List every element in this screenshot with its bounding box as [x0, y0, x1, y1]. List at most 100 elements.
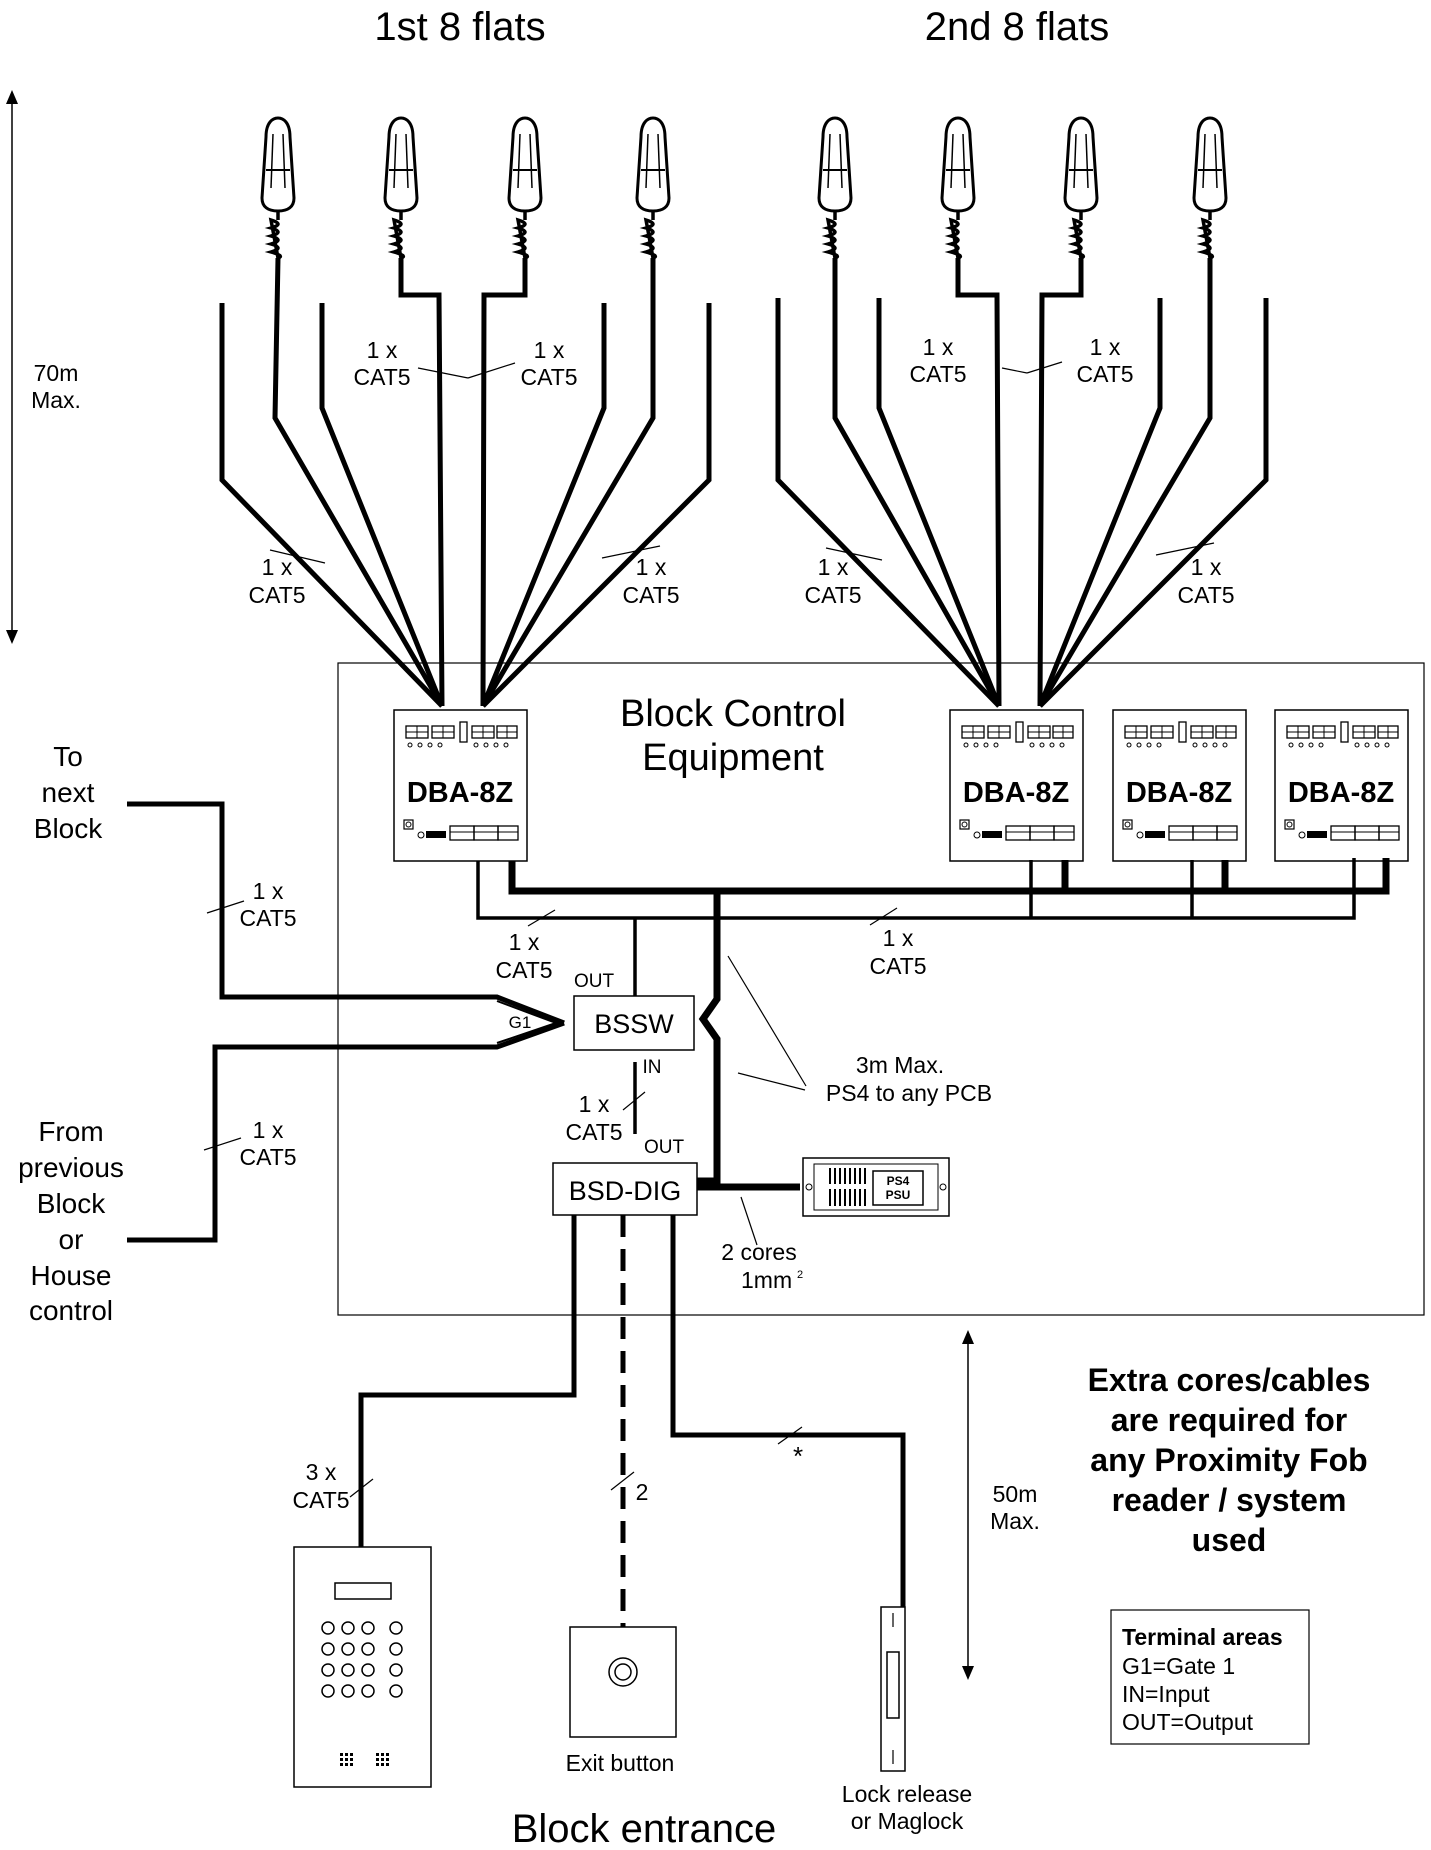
handset-icon: [383, 116, 419, 260]
power-bus: [508, 858, 1390, 1191]
terminal-out-bsd: OUT: [644, 1137, 685, 1158]
psu-cable-label-1: 2 cores: [721, 1239, 796, 1265]
group-1-heading: 1st 8 flats: [374, 5, 545, 49]
flat-cables-group-1: [219, 257, 712, 708]
group-2-heading: 2nd 8 flats: [925, 5, 1110, 49]
bsd-dig-module: [552, 1162, 698, 1216]
cable-type-label: CAT5: [239, 905, 296, 931]
bsd-dig-label: BSD-DIG: [569, 1176, 682, 1206]
dba-8z-unit-2: DBA-8Z: [949, 709, 1084, 862]
distance-bottom-value: 50m: [993, 1481, 1038, 1507]
cable-type-label: CAT5: [353, 364, 410, 390]
terminal-out-bssw: OUT: [574, 971, 615, 992]
panel-cable-count: 3 x: [306, 1459, 337, 1485]
psu-cable-label-2: 1mm: [741, 1267, 792, 1293]
cable-type-label: CAT5: [1076, 361, 1133, 387]
distance-top-suffix: Max.: [31, 387, 81, 413]
dba-8z-unit-1: DBA-8Z: [393, 709, 528, 862]
cable-count-label: 1 x: [509, 929, 540, 955]
cable-type-label: CAT5: [565, 1119, 622, 1145]
block-control-title-2: Equipment: [642, 737, 824, 779]
cable-type-label: CAT5: [869, 953, 926, 979]
g1-terminal: [496, 1000, 559, 1044]
handset-icon: [260, 116, 296, 260]
exit-button-icon: [569, 1626, 677, 1738]
entrance-heading: Block entrance: [512, 1807, 777, 1850]
handset-icon: [817, 116, 853, 260]
note-line: any Proximity Fob: [1090, 1442, 1367, 1478]
distance-arrow-top: [6, 90, 18, 644]
dba-label: DBA-8Z: [407, 777, 513, 809]
dba-label: DBA-8Z: [963, 777, 1069, 809]
cable-count-label: 1 x: [1090, 334, 1121, 360]
cable-type-label: CAT5: [248, 582, 305, 608]
legend-title: Terminal areas: [1122, 1624, 1283, 1650]
to-next-block-label: next: [42, 777, 95, 808]
dba-8z-unit-3: DBA-8Z: [1112, 709, 1247, 862]
distance-bottom-suffix: Max.: [990, 1508, 1040, 1534]
handset-icon: [1063, 116, 1099, 260]
distance-arrow-bottom: [962, 1330, 974, 1680]
block-control-title-1: Block Control: [620, 693, 846, 735]
speaker-grille-icon: [340, 1753, 389, 1766]
to-next-block-label: To: [53, 741, 83, 772]
lock-cable-mark: *: [793, 1441, 803, 1471]
inter-block-cables: [127, 801, 565, 1243]
cable-count-label: 1 x: [534, 337, 565, 363]
cable-count-label: 1 x: [367, 337, 398, 363]
cable-count-label: 1 x: [253, 1117, 284, 1143]
ps4-note-2: PS4 to any PCB: [826, 1080, 992, 1106]
cable-count-label: 1 x: [923, 334, 954, 360]
lock-label-2: or Maglock: [851, 1808, 964, 1834]
cable-type-label: CAT5: [495, 957, 552, 983]
dba-8z-unit-4: DBA-8Z: [1274, 709, 1409, 862]
note-line: are required for: [1111, 1402, 1348, 1438]
cable-type-label: CAT5: [239, 1144, 296, 1170]
cable-tick-marks: [203, 361, 1215, 1498]
bssw-module: [573, 995, 695, 1051]
from-previous-label: Block: [37, 1188, 106, 1219]
flat-cables-group-2: [775, 258, 1269, 708]
legend-item: IN=Input: [1122, 1681, 1210, 1707]
distance-top-value: 70m: [34, 360, 79, 386]
legend-item: OUT=Output: [1122, 1709, 1254, 1735]
lock-release-icon: [880, 1606, 906, 1772]
cable-count-label: 1 x: [1191, 554, 1222, 580]
cable-count-label: 1 x: [636, 554, 667, 580]
ps4-note-1: 3m Max.: [856, 1052, 944, 1078]
note-line: reader / system: [1112, 1482, 1347, 1518]
entrance-cables: [358, 1215, 906, 1607]
cable-type-label: CAT5: [622, 582, 679, 608]
exit-button-label: Exit button: [566, 1750, 675, 1776]
to-next-block-label: Block: [34, 813, 103, 844]
note-line: used: [1192, 1522, 1267, 1558]
from-previous-label: From: [38, 1116, 103, 1147]
cable-type-label: CAT5: [1177, 582, 1234, 608]
cable-count-label: 1 x: [579, 1091, 610, 1117]
note-line: Extra cores/cables: [1088, 1362, 1371, 1398]
block-control-enclosure: [337, 662, 1425, 1316]
psu-cable-superscript: 2: [797, 1269, 803, 1281]
from-previous-label: or: [59, 1224, 84, 1255]
dba-label: DBA-8Z: [1126, 777, 1232, 809]
terminal-in-bssw: IN: [643, 1057, 662, 1078]
cable-type-label: CAT5: [520, 364, 577, 390]
leader-lines: [727, 955, 807, 1246]
handset-icon: [635, 116, 671, 260]
ps4-psu: PS4 PSU: [802, 1157, 950, 1217]
terminal-g1: G1: [509, 1013, 532, 1032]
legend-item: G1=Gate 1: [1122, 1653, 1235, 1679]
terminal-legend: [1110, 1609, 1310, 1745]
handset-icon: [940, 116, 976, 260]
from-previous-label: House: [31, 1260, 112, 1291]
psu-label-2: PSU: [886, 1188, 911, 1202]
bssw-label: BSSW: [594, 1009, 674, 1039]
handset-icon: [1192, 116, 1228, 260]
cable-type-label: CAT5: [804, 582, 861, 608]
door-entry-panel: [293, 1546, 432, 1788]
from-previous-label: control: [29, 1295, 113, 1326]
from-previous-label: previous: [18, 1152, 124, 1183]
cable-count-label: 1 x: [253, 878, 284, 904]
exit-cable-cores: 2: [636, 1479, 649, 1505]
